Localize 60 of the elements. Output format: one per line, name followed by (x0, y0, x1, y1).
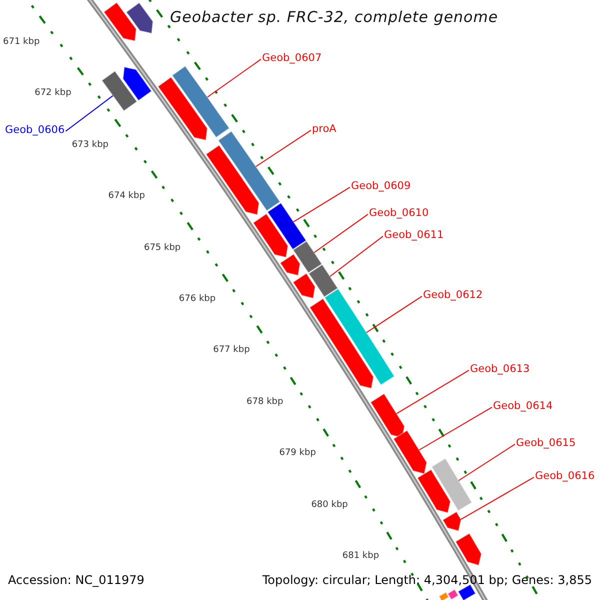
gene-segment (393, 430, 428, 474)
gene-segment (292, 272, 316, 299)
scale-label: 680 kbp (311, 500, 348, 510)
gene-segment (218, 130, 281, 212)
gene-segment (438, 592, 450, 600)
gene-label: Geob_0606 (5, 124, 65, 136)
leader-line (330, 236, 384, 277)
gene-label: Geob_0615 (516, 437, 576, 450)
gene-segment (458, 584, 476, 600)
scale-label: 675 kbp (144, 242, 181, 253)
leader-line (366, 296, 422, 333)
leader-line (206, 58, 262, 98)
scale-label: 673 kbp (72, 140, 108, 150)
scale-label: 676 kbp (178, 294, 216, 304)
leader-line (293, 186, 350, 222)
footer-text: Accession: NC_011979 (8, 574, 144, 588)
gene-segment (308, 264, 338, 298)
scale-label: 671 kbp (3, 36, 40, 48)
gene-segment (158, 76, 208, 141)
gene-label: Geob_0611 (384, 229, 444, 242)
gene-label: Geob_0612 (423, 289, 483, 302)
gene-segment (324, 288, 396, 386)
gene-segment (126, 2, 154, 34)
gene-label: Geob_0610 (369, 207, 429, 220)
leader-line (418, 406, 492, 450)
gene-segment (206, 144, 260, 216)
scale-label: 672 kbp (34, 88, 72, 99)
scale-label: 678 kbp (246, 396, 284, 408)
gene-segment (447, 588, 459, 600)
gene-label: Geob_0609 (351, 180, 411, 192)
gene-segment (442, 511, 462, 532)
gene-segment (309, 298, 374, 390)
scale-label: 674 kbp (108, 191, 145, 202)
leader-line (458, 444, 516, 481)
scale-label: 679 kbp (279, 448, 316, 459)
gene-label: proA (312, 123, 336, 136)
title: Geobacter sp. FRC-32, complete genome (170, 9, 498, 26)
gene-label: Geob_0613 (470, 363, 530, 376)
gene-segment (370, 393, 406, 438)
leader-line (460, 476, 534, 520)
gene-segment (252, 213, 288, 258)
gene-label: Geob_0616 (535, 470, 595, 482)
scale-label: 677 kbp (213, 345, 250, 356)
leader-line (396, 370, 470, 414)
gene-segment (280, 253, 301, 276)
gene-segment (103, 2, 137, 42)
footer-text: Topology: circular; Length: 4,304,501 bp; Genes: 3,855 (262, 574, 592, 588)
scale-label: 681 kbp (342, 551, 380, 562)
gene-segment (122, 66, 152, 102)
leader-line (255, 130, 312, 167)
gene-segment (416, 468, 451, 514)
gene-label: Geob_0614 (493, 400, 553, 412)
gene-segment (172, 65, 230, 138)
gene-segment (455, 532, 482, 566)
gene-segment (292, 240, 322, 274)
gene-segment (267, 202, 307, 250)
gene-segment (431, 458, 473, 512)
gene-label: Geob_0607 (262, 52, 322, 64)
leader-line (314, 214, 368, 253)
gene-segment (101, 70, 138, 112)
